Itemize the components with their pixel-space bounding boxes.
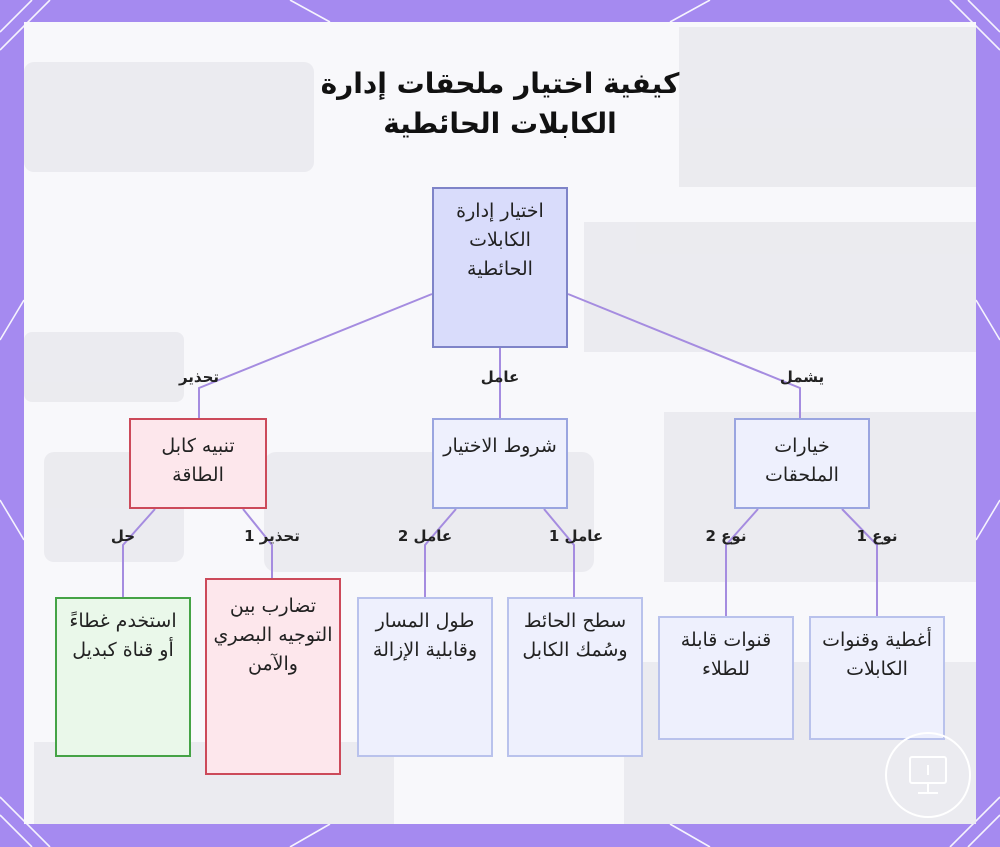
node-selection-criteria: شروط الاختيار: [432, 418, 568, 509]
edge-label-type1: نوع 1: [856, 527, 898, 545]
node-root: اختيار إدارة الكابلات الحائطية: [432, 187, 568, 348]
edge-label-factor1: عامل 1: [548, 527, 604, 545]
edge-criteria-surface: [543, 508, 575, 597]
edge-label-type2: نوع 2: [705, 527, 747, 545]
node-solution: استخدم غطاءً أو قناة كبديل: [55, 597, 191, 757]
node-path-length: طول المسار وقابلية الإزالة: [357, 597, 493, 757]
edge-root-warning: [198, 293, 433, 418]
title-line-1: كيفية اختيار ملحقات إدارة: [320, 67, 680, 100]
edge-options-paintable: [725, 508, 759, 616]
node-paintable-channels: قنوات قابلة للطلاء: [658, 616, 794, 740]
edge-label-warn: تحذير: [178, 368, 220, 386]
edge-warning-solution: [122, 508, 156, 597]
watermark-logo-icon: [885, 732, 971, 818]
diagram-title: كيفية اختيار ملحقات إدارة الكابلات الحائ…: [300, 64, 700, 144]
edge-label-warn1: تحذير 1: [244, 527, 300, 545]
node-wall-surface: سطح الحائط وسُمك الكابل: [507, 597, 643, 757]
title-line-2: الكابلات الحائطية: [383, 107, 617, 140]
edge-options-covers: [841, 508, 878, 616]
node-power-cable-warning: تنبيه كابل الطاقة: [129, 418, 267, 509]
node-conflict: تضارب بين التوجيه البصري والآمن: [205, 578, 341, 775]
edge-label-solve: حل: [110, 527, 136, 545]
edge-label-includes: يشمل: [779, 368, 825, 386]
node-cable-covers: أغطية وقنوات الكابلات: [809, 616, 945, 740]
edge-warning-conflict: [242, 508, 273, 578]
edge-label-factor: عامل: [480, 368, 520, 386]
node-accessory-options: خيارات الملحقات: [734, 418, 870, 509]
edge-label-factor2: عامل 2: [397, 527, 453, 545]
edge-criteria-path: [424, 508, 457, 597]
edge-root-options: [567, 293, 801, 418]
